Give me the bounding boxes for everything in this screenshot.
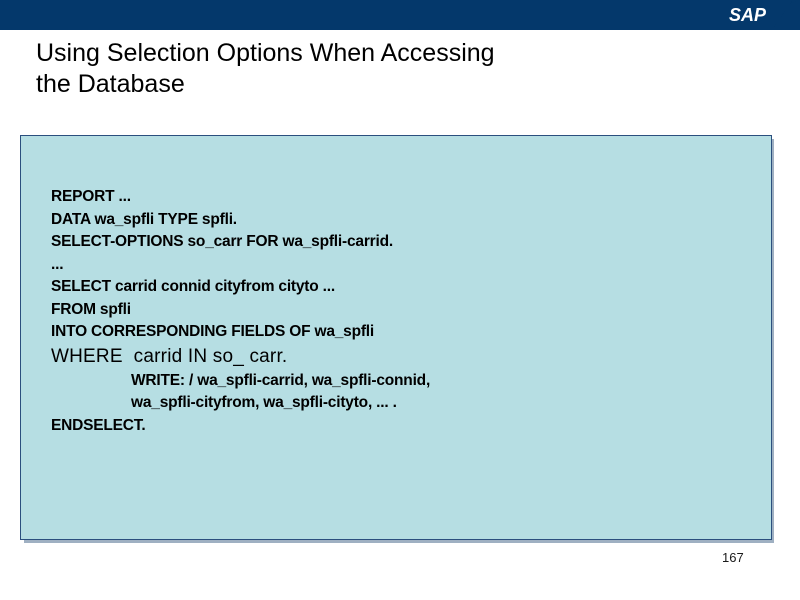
code-line: SELECT-OPTIONS so_carr FOR wa_spfli-carr… bbox=[51, 233, 393, 250]
code-line: ... bbox=[51, 255, 64, 273]
top-banner bbox=[0, 0, 800, 30]
sap-logo-text: SAP bbox=[729, 5, 767, 25]
code-box: REPORT ... DATA wa_spfli TYPE spfli. SELEC… bbox=[20, 135, 772, 540]
code-line: SELECT carrid connid cityfrom cityto ... bbox=[51, 278, 335, 295]
code-line: FROM spfli bbox=[51, 300, 131, 318]
page-title: Using Selection Options When Accessing t… bbox=[36, 39, 495, 98]
sap-logo: SAP bbox=[726, 1, 792, 29]
page-number: 167 bbox=[722, 550, 744, 565]
code-line: REPORT ... bbox=[51, 188, 131, 205]
code-line: WRITE: / wa_spfli-carrid, wa_spfli-conni… bbox=[131, 371, 431, 389]
code-line: INTO CORRESPONDING FIELDS OF wa_spfli bbox=[51, 323, 375, 340]
code-line: wa_spfli-cityfrom, wa_spfli-cityto, ... … bbox=[131, 394, 397, 411]
code-listing: REPORT ... DATA wa_spfli TYPE spfli. SELEC… bbox=[51, 186, 761, 437]
code-line: DATA wa_spfli TYPE spfli. bbox=[51, 210, 237, 228]
code-line: WHERE carrid IN so_ carr. bbox=[51, 345, 288, 367]
code-line: ENDSELECT. bbox=[51, 416, 146, 434]
